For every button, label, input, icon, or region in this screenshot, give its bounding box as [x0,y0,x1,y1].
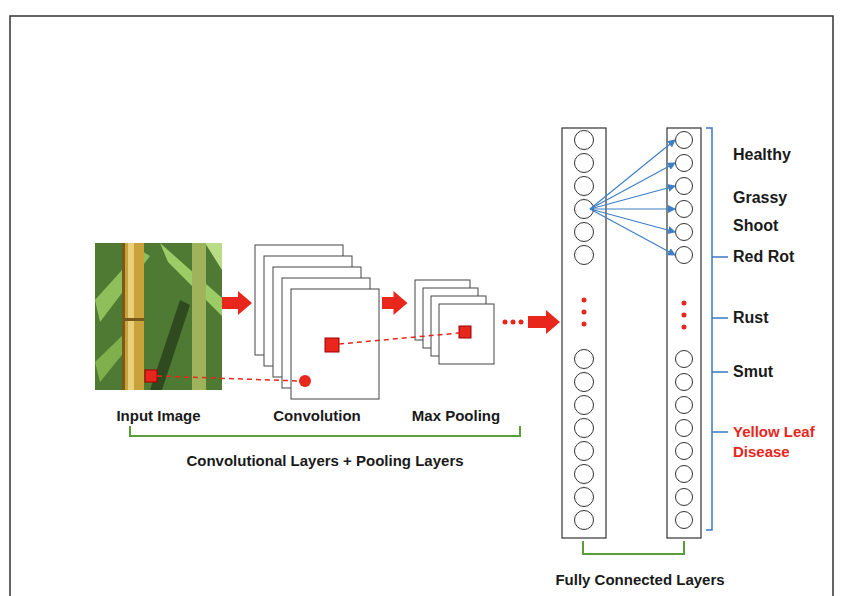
output-layer [667,128,701,538]
neuron [676,201,693,218]
neuron [575,131,594,150]
neuron [575,350,594,369]
neuron [575,419,594,438]
neuron [575,396,594,415]
neuron [676,443,693,460]
feature-map [291,289,379,399]
weight-arrow [590,209,675,232]
output-unit [299,375,311,387]
class-bracket [706,128,712,530]
class-tick [712,431,728,433]
stalk-node [122,318,144,321]
group-bracket [583,541,684,554]
neuron [575,154,594,173]
continuation-dot [682,313,687,318]
neuron [575,373,594,392]
class-label: Grassy Shoot [733,184,803,240]
neuron [676,247,693,264]
leaf [160,243,222,316]
group-label: Convolutional Layers + Pooling Layers [186,452,463,470]
weight-arrow [590,163,675,209]
class-label: Healthy [733,145,791,165]
neuron [676,512,693,529]
receptive-field [145,370,157,382]
flow-arrow [222,291,252,315]
fc-layer [562,128,606,538]
neuron [676,397,693,414]
weight-arrow [590,209,675,255]
layer-column [667,128,701,538]
neuron [575,511,594,530]
weight-arrow [590,186,675,209]
layer-node: Max Pooling [408,243,505,427]
continuation-dot [682,301,687,306]
photo-ground [95,243,222,390]
class-tick [712,371,728,373]
weight-arrow [590,140,675,209]
weight-arrows [590,140,675,255]
node-label: Max Pooling [412,407,500,425]
cane-stalk [192,243,206,390]
neuron [575,223,594,242]
neuron [676,178,693,195]
flow-arrow [528,310,560,334]
continuation-dot [582,310,587,315]
node-label: Convolution [273,407,360,425]
continuation-dot [503,320,508,325]
neuron [676,466,693,483]
group-bracket [130,426,520,436]
neuron [676,374,693,391]
class-label: Red Rot [733,247,794,267]
receptive-field [325,338,339,352]
class-label: Rust [733,308,769,328]
sugarcane-photo [95,243,222,390]
projection-line [157,376,299,381]
stalk-highlight [128,243,134,390]
cane-stalk [122,243,144,390]
layer-node: Convolution [252,243,382,427]
neuron [575,177,594,196]
continuation-dot [519,320,524,325]
continuation-dot [582,322,587,327]
class-tick [712,317,728,319]
neuron [575,246,594,265]
neuron [676,132,693,149]
neuron [676,224,693,241]
feature-map-stack [255,245,379,399]
flow-arrow [382,291,408,315]
pooled-map-stack [415,280,494,364]
neuron [575,465,594,484]
stalk-edge [122,243,125,390]
figure-frame [10,16,833,596]
continuation-dot [682,325,687,330]
neuron [575,442,594,461]
projection-line [339,333,459,344]
node-label: Input Image [116,407,200,425]
class-label: Yellow Leaf Disease [733,422,827,462]
weight-arrow [590,208,675,209]
class-label: Smut [733,362,773,382]
leaf [205,243,222,270]
neuron [575,488,594,507]
pooled-cell [459,326,471,338]
continuation-dot [582,298,587,303]
neuron [676,420,693,437]
layer-column [562,128,606,538]
class-tick [712,256,728,258]
continuation-dot [511,320,516,325]
neuron [676,489,693,506]
neuron [676,155,693,172]
image-node: Input Image [95,243,222,427]
group-label: Fully Connected Layers [555,571,724,589]
neuron [676,351,693,368]
